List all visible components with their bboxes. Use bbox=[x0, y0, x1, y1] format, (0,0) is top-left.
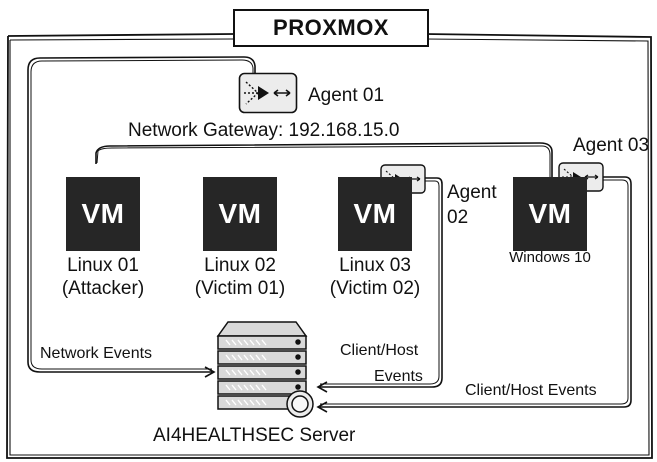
agent-03-label: Agent 03 bbox=[573, 135, 650, 156]
server-icon bbox=[216, 321, 314, 418]
client-host-events-label-2: Client/Host Events bbox=[465, 382, 597, 399]
vm-name: Linux 03 bbox=[339, 255, 411, 276]
gateway-label: Network Gateway: 192.168.15.0 bbox=[128, 120, 400, 141]
agent-02-label-line2: 02 bbox=[447, 207, 469, 228]
proxmox-title: PROXMOX bbox=[233, 9, 429, 47]
vm-name: Linux 01 bbox=[67, 255, 139, 276]
proxmox-frame bbox=[6, 33, 653, 459]
network-events-line bbox=[27, 56, 256, 378]
vm-role: (Attacker) bbox=[61, 277, 145, 299]
agent-02-label-line1: Agent bbox=[447, 182, 497, 203]
vm-role: (Victim 01) bbox=[194, 277, 286, 299]
vm-windows-10-caption: Windows 10 bbox=[490, 249, 610, 267]
proxmox-title-text: PROXMOX bbox=[273, 15, 389, 40]
client-host-events-label-1-line2: Events bbox=[374, 368, 423, 385]
client-host-events-label-1-line1: Client/Host bbox=[340, 342, 419, 359]
agent-01-label: Agent 01 bbox=[308, 85, 385, 106]
vm-linux-01: VM bbox=[66, 177, 140, 251]
agent-01-icon bbox=[238, 72, 298, 114]
vm-badge: VM bbox=[81, 198, 125, 229]
vm-badge: VM bbox=[353, 198, 397, 229]
vm-name: Windows 10 bbox=[509, 249, 591, 266]
vm-linux-01-caption: Linux 01 (Attacker) bbox=[43, 255, 163, 301]
gateway-line bbox=[95, 142, 553, 182]
vm-windows-10: VM bbox=[513, 177, 587, 251]
vm-linux-02-caption: Linux 02 (Victim 01) bbox=[180, 255, 300, 301]
vm-name: Linux 02 bbox=[204, 255, 276, 276]
server-label: AI4HEALTHSEC Server bbox=[153, 425, 356, 446]
vm-badge: VM bbox=[218, 198, 262, 229]
agent-02-events-line bbox=[316, 177, 443, 393]
vm-linux-02: VM bbox=[203, 177, 277, 251]
agent-03-events-line bbox=[316, 176, 632, 413]
vm-role: (Victim 02) bbox=[329, 277, 421, 299]
vm-badge: VM bbox=[528, 198, 572, 229]
vm-linux-03-caption: Linux 03 (Victim 02) bbox=[313, 255, 437, 301]
network-events-label: Network Events bbox=[40, 345, 153, 362]
vm-linux-03: VM bbox=[338, 177, 412, 251]
